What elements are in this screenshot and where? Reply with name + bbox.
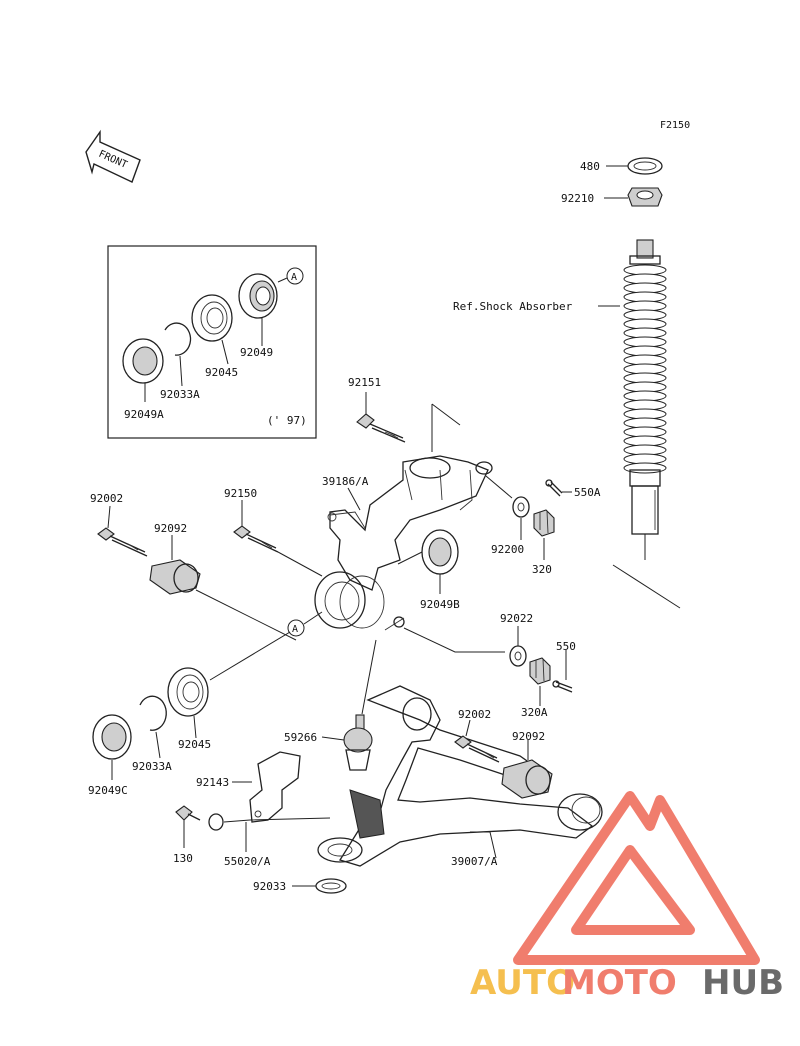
ball-joint-59266-icon xyxy=(343,714,373,771)
callout-92210: 92210 xyxy=(561,192,594,205)
bolt-92150-icon xyxy=(233,525,279,553)
callout-550a: 550A xyxy=(574,486,601,499)
callout-92049: 92049 xyxy=(240,346,273,359)
callout-320: 320 xyxy=(532,563,552,576)
figure-code: F2150 xyxy=(660,120,690,131)
callout-130: 130 xyxy=(173,852,193,865)
shock-absorber-icon xyxy=(612,239,681,609)
front-arrow-icon: FRONT xyxy=(85,129,141,183)
bearing-92045-bottom-icon xyxy=(167,667,209,717)
callout-92143: 92143 xyxy=(196,776,229,789)
callout-92150: 92150 xyxy=(224,487,257,500)
callout-92049b: 92049B xyxy=(420,598,460,611)
callout-92049a: 92049A xyxy=(124,408,164,421)
watermark-hub: HUB xyxy=(702,963,784,1003)
callout-92033a-bottom: 92033A xyxy=(132,760,172,773)
callout-92002-bottom: 92002 xyxy=(458,708,491,721)
bushing-92092-top-icon xyxy=(149,559,201,595)
cotter-pin-550-icon xyxy=(552,680,573,693)
callout-92022: 92022 xyxy=(500,612,533,625)
watermark-auto: AUTO xyxy=(470,963,575,1003)
callout-92033a-top: 92033A xyxy=(160,388,200,401)
washer-92022-icon xyxy=(509,645,527,667)
callout-92045-bottom: 92045 xyxy=(178,738,211,751)
callout-92045-top: 92045 xyxy=(205,366,238,379)
marker-a-inset xyxy=(286,267,304,285)
bushing-92092-bottom-icon xyxy=(501,759,553,799)
circlip-92033a-bottom-icon xyxy=(139,695,167,731)
bolt-130-icon xyxy=(175,805,201,821)
washer-92200-icon xyxy=(512,496,530,518)
nut-55020a-icon xyxy=(208,813,224,831)
inset-year-note: (' 97) xyxy=(267,414,307,427)
marker-a-mid-text: A xyxy=(292,624,298,635)
castle-nut-320a-icon xyxy=(529,657,551,685)
callout-92092-bottom: 92092 xyxy=(512,730,545,743)
marker-a-mid xyxy=(287,619,305,637)
bearing-92045-icon xyxy=(191,294,233,342)
callout-550: 550 xyxy=(556,640,576,653)
reference-shock-absorber: Ref.Shock Absorber xyxy=(453,300,573,313)
callout-92151: 92151 xyxy=(348,376,381,389)
seal-92049c-icon xyxy=(92,714,132,760)
callout-39186a: 39186/A xyxy=(322,475,369,488)
marker-a-inset-text: A xyxy=(291,272,297,283)
seal-92049a-icon xyxy=(122,338,164,384)
callout-92049c: 92049C xyxy=(88,784,128,797)
watermark-moto: MOTO xyxy=(562,963,677,1003)
guard-plate-92143-icon xyxy=(249,751,301,823)
circlip-92033-icon xyxy=(315,878,347,894)
ring-480-icon xyxy=(627,157,663,175)
nut-92210-icon xyxy=(627,187,663,207)
bolt-92151-icon xyxy=(356,413,406,443)
callout-39007a: 39007/A xyxy=(451,855,498,868)
callout-55020a: 55020/A xyxy=(224,855,271,868)
circlip-92033a-icon xyxy=(164,322,192,356)
cotter-pin-550a-icon xyxy=(545,479,563,497)
bolt-92002-top-icon xyxy=(97,527,148,557)
inset-box: A 92049 92045 92033A 92049A (' 97) xyxy=(107,245,317,439)
bolt-92002-bottom-icon xyxy=(454,735,500,763)
callout-92092-top: 92092 xyxy=(154,522,187,535)
bearing-92049-icon xyxy=(238,273,278,319)
steering-knuckle-icon xyxy=(314,455,493,631)
callout-92200: 92200 xyxy=(491,543,524,556)
callout-480: 480 xyxy=(580,160,600,173)
castle-nut-320-icon xyxy=(533,509,555,537)
seal-92049b-icon xyxy=(421,529,459,575)
callout-92033: 92033 xyxy=(253,880,286,893)
watermark-logo: AUTO MOTO HUB xyxy=(470,791,784,1003)
callout-59266: 59266 xyxy=(284,731,317,744)
callout-92002-top: 92002 xyxy=(90,492,123,505)
callout-320a: 320A xyxy=(521,706,548,719)
